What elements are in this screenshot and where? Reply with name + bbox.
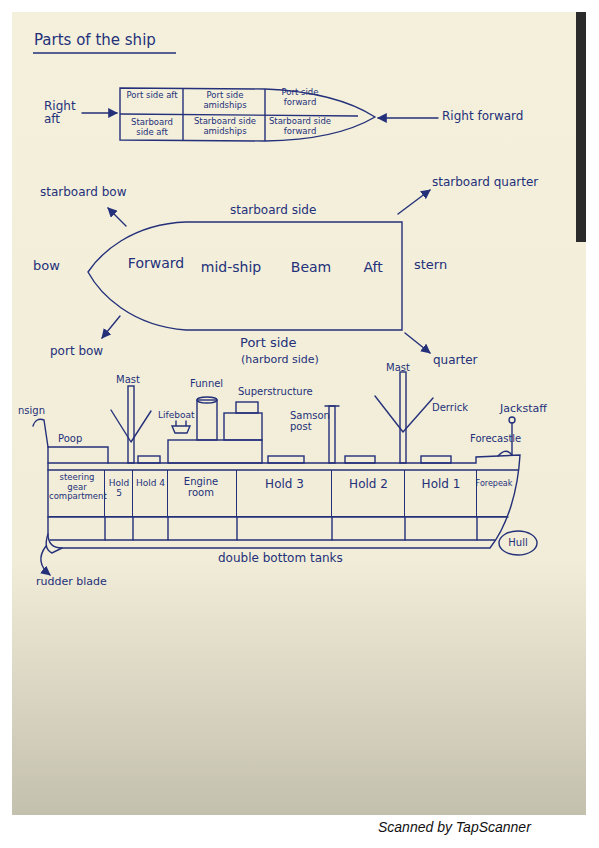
samson-post-cap bbox=[325, 405, 339, 406]
jackstaff-ball bbox=[509, 417, 515, 423]
callout-ellipse bbox=[499, 531, 537, 555]
part-label: Poop bbox=[58, 433, 82, 444]
node-text: Starboard side amidships bbox=[186, 117, 264, 136]
part-label: Mast bbox=[116, 374, 140, 385]
leader-arrow bbox=[108, 208, 126, 226]
node-text: Forward bbox=[116, 256, 196, 272]
node-text: steering gear compartment bbox=[49, 473, 105, 502]
node-text: Port side forward bbox=[268, 88, 332, 107]
hatch-cover bbox=[345, 456, 375, 463]
part-label: Superstructure bbox=[238, 386, 313, 397]
part-label: starboard quarter bbox=[432, 176, 538, 189]
funnel-top bbox=[197, 397, 217, 403]
leader-arrow bbox=[398, 190, 430, 214]
hatch-cover bbox=[138, 456, 160, 463]
node-text: Forepeak bbox=[475, 480, 513, 489]
lifeboat-symbol bbox=[172, 421, 190, 433]
part-label: Right forward bbox=[442, 110, 523, 123]
divider-line bbox=[120, 114, 358, 116]
node-text: Hold 5 bbox=[105, 478, 133, 498]
part-label: Derrick bbox=[432, 402, 468, 413]
part-label: Port side bbox=[240, 336, 297, 351]
title-underline bbox=[33, 52, 176, 53]
part-label: Lifeboat bbox=[158, 410, 194, 420]
ship-plan-outline bbox=[86, 220, 404, 333]
bulkhead-lines bbox=[105, 517, 477, 540]
derrick-symbol bbox=[375, 396, 433, 432]
forepeak-box: Forepeak bbox=[477, 470, 507, 517]
hatch-cover bbox=[268, 456, 304, 463]
forecastle-bulwark bbox=[498, 451, 512, 456]
samson-post-symbol bbox=[329, 406, 335, 463]
node-text: Starboard side aft bbox=[122, 118, 182, 137]
hatch-cover bbox=[421, 456, 451, 463]
double-bottom-line bbox=[50, 539, 495, 540]
hold-box: Hold 4 bbox=[133, 470, 168, 517]
part-label: nsign bbox=[18, 405, 45, 416]
engine-room-box: Engine room bbox=[168, 470, 237, 517]
hold-box: Hold 5 bbox=[105, 470, 133, 517]
ship-plan: Forwardmid-ship BeamAft bbox=[86, 220, 404, 333]
mast-symbol bbox=[400, 372, 406, 463]
part-label: double bottom tanks bbox=[218, 552, 343, 565]
derrick-symbol bbox=[111, 410, 151, 442]
hull-outline bbox=[88, 222, 402, 330]
part-label: rudder blade bbox=[36, 576, 107, 588]
part-label: bow bbox=[33, 259, 60, 274]
part-label: Mast bbox=[386, 362, 410, 373]
part-label: Forecastle bbox=[470, 433, 521, 444]
part-label: port bow bbox=[50, 345, 103, 358]
leader-arrow bbox=[82, 112, 117, 113]
hold-box: Hold 1 bbox=[405, 470, 477, 517]
node-text: Hold 4 bbox=[133, 478, 168, 488]
node-text: Aft bbox=[348, 260, 398, 276]
ensign-staff bbox=[33, 419, 48, 447]
leader-arrow bbox=[405, 333, 430, 353]
leader-arrow bbox=[41, 546, 50, 575]
node-text: Hold 3 bbox=[237, 478, 332, 491]
hull-outline bbox=[48, 447, 520, 548]
part-label: (harbord side) bbox=[241, 354, 319, 366]
mast-symbol bbox=[128, 386, 134, 463]
part-label: starboard side bbox=[230, 204, 316, 217]
leader-arrow bbox=[378, 117, 438, 118]
node-text: mid-ship bbox=[191, 260, 271, 276]
funnel-symbol bbox=[197, 400, 217, 440]
hull-outline bbox=[120, 88, 375, 141]
part-label: Right aft bbox=[44, 100, 84, 127]
leader-arrow bbox=[102, 316, 120, 338]
hold-box: Hold 2 bbox=[332, 470, 405, 517]
poop-deck-line bbox=[48, 462, 108, 463]
node-text: Hull bbox=[498, 537, 538, 548]
scan-edge bbox=[576, 12, 586, 242]
hold-box: Hold 3 bbox=[237, 470, 332, 517]
part-label: Jackstaff bbox=[500, 403, 547, 415]
hull-callout: Hull bbox=[498, 530, 538, 556]
part-label: quarter bbox=[433, 354, 478, 367]
part-label: Samson post bbox=[290, 410, 332, 432]
node-text: Port side aft bbox=[122, 91, 182, 101]
superstructure-block bbox=[224, 413, 262, 440]
node-text: Hold 1 bbox=[405, 478, 477, 491]
node-text: Engine room bbox=[176, 476, 226, 498]
node-text: Hold 2 bbox=[332, 478, 405, 491]
paper-sheet bbox=[12, 12, 586, 815]
bridge-block bbox=[168, 440, 262, 463]
node-text: Starboard side forward bbox=[268, 117, 332, 136]
superstructure-block bbox=[236, 402, 258, 413]
hull-plan: Port side aft Port side amidshipsPort sid… bbox=[118, 86, 378, 142]
rudder-shape bbox=[46, 534, 62, 553]
watermark: Scanned by TapScanner bbox=[378, 820, 531, 836]
title-text: Parts of the ship bbox=[34, 32, 156, 49]
part-label: Funnel bbox=[190, 378, 223, 389]
node-text: Port side amidships bbox=[186, 91, 264, 110]
part-label: starboard bow bbox=[40, 186, 126, 199]
compartment-box: steering gear compartment bbox=[49, 470, 105, 517]
part-label: stern bbox=[414, 258, 447, 273]
node-text: Beam bbox=[276, 260, 346, 276]
